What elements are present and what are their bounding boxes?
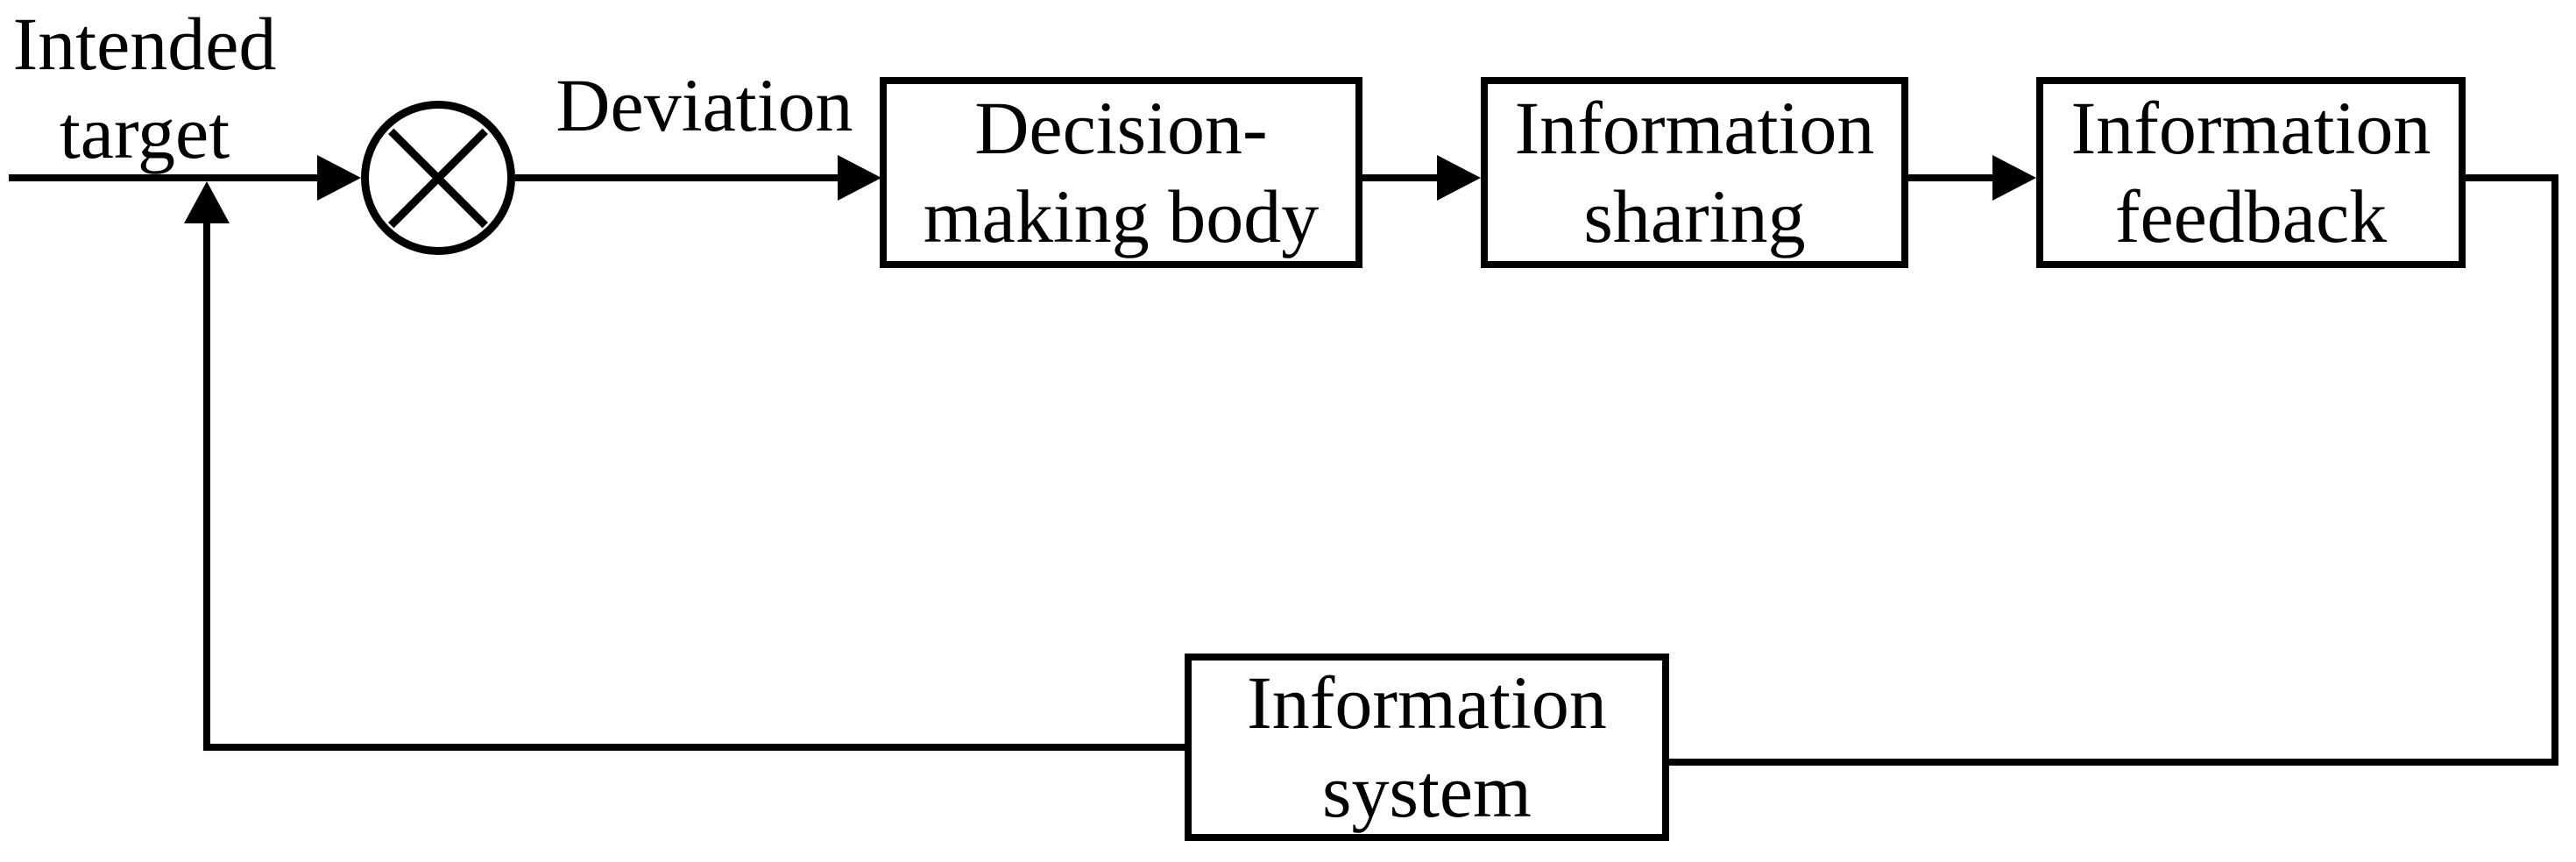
arrowhead-into-decision-icon [838,155,881,201]
intended-target-label: Intended target [0,0,289,178]
node-decision-making-body: Decision- making body [880,77,1362,268]
node-information-system: Information system [1185,654,1669,841]
wire-sum-to-decision [515,174,841,181]
node-label-line1: Information [2070,85,2431,170]
bottom-right-wire [1669,759,2558,766]
node-information-feedback: Information feedback [2036,77,2466,268]
wire-sharing-to-feedback [1908,174,1996,181]
arrowhead-into-sum-icon [317,155,361,201]
deviation-label: Deviation [556,63,853,147]
node-label-line1: Decision- [974,85,1268,170]
node-label-line2: making body [923,174,1320,258]
arrowhead-into-sharing-icon [1437,155,1481,201]
node-label-line1: Information [1514,85,1875,170]
node-label-line2: sharing [1583,174,1806,258]
bottom-left-wire [207,744,1185,751]
node-label-line2: system [1322,749,1532,833]
node-label-line2: feedback [2114,174,2388,258]
left-rail-wire [203,220,210,751]
wire-decision-to-sharing [1362,174,1441,181]
intended-target-label-line1: Intended [12,2,277,86]
node-information-sharing: Information sharing [1481,77,1908,268]
node-label-line1: Information [1247,660,1607,745]
right-rail-wire [2551,174,2558,766]
intended-target-label-line2: target [59,90,230,175]
arrowhead-into-feedback-icon [1992,155,2036,201]
input-wire [9,174,321,181]
summing-junction-icon [361,101,515,255]
feedback-arrowhead-icon [184,181,230,223]
wire-feedback-to-right-rail [2466,174,2558,181]
